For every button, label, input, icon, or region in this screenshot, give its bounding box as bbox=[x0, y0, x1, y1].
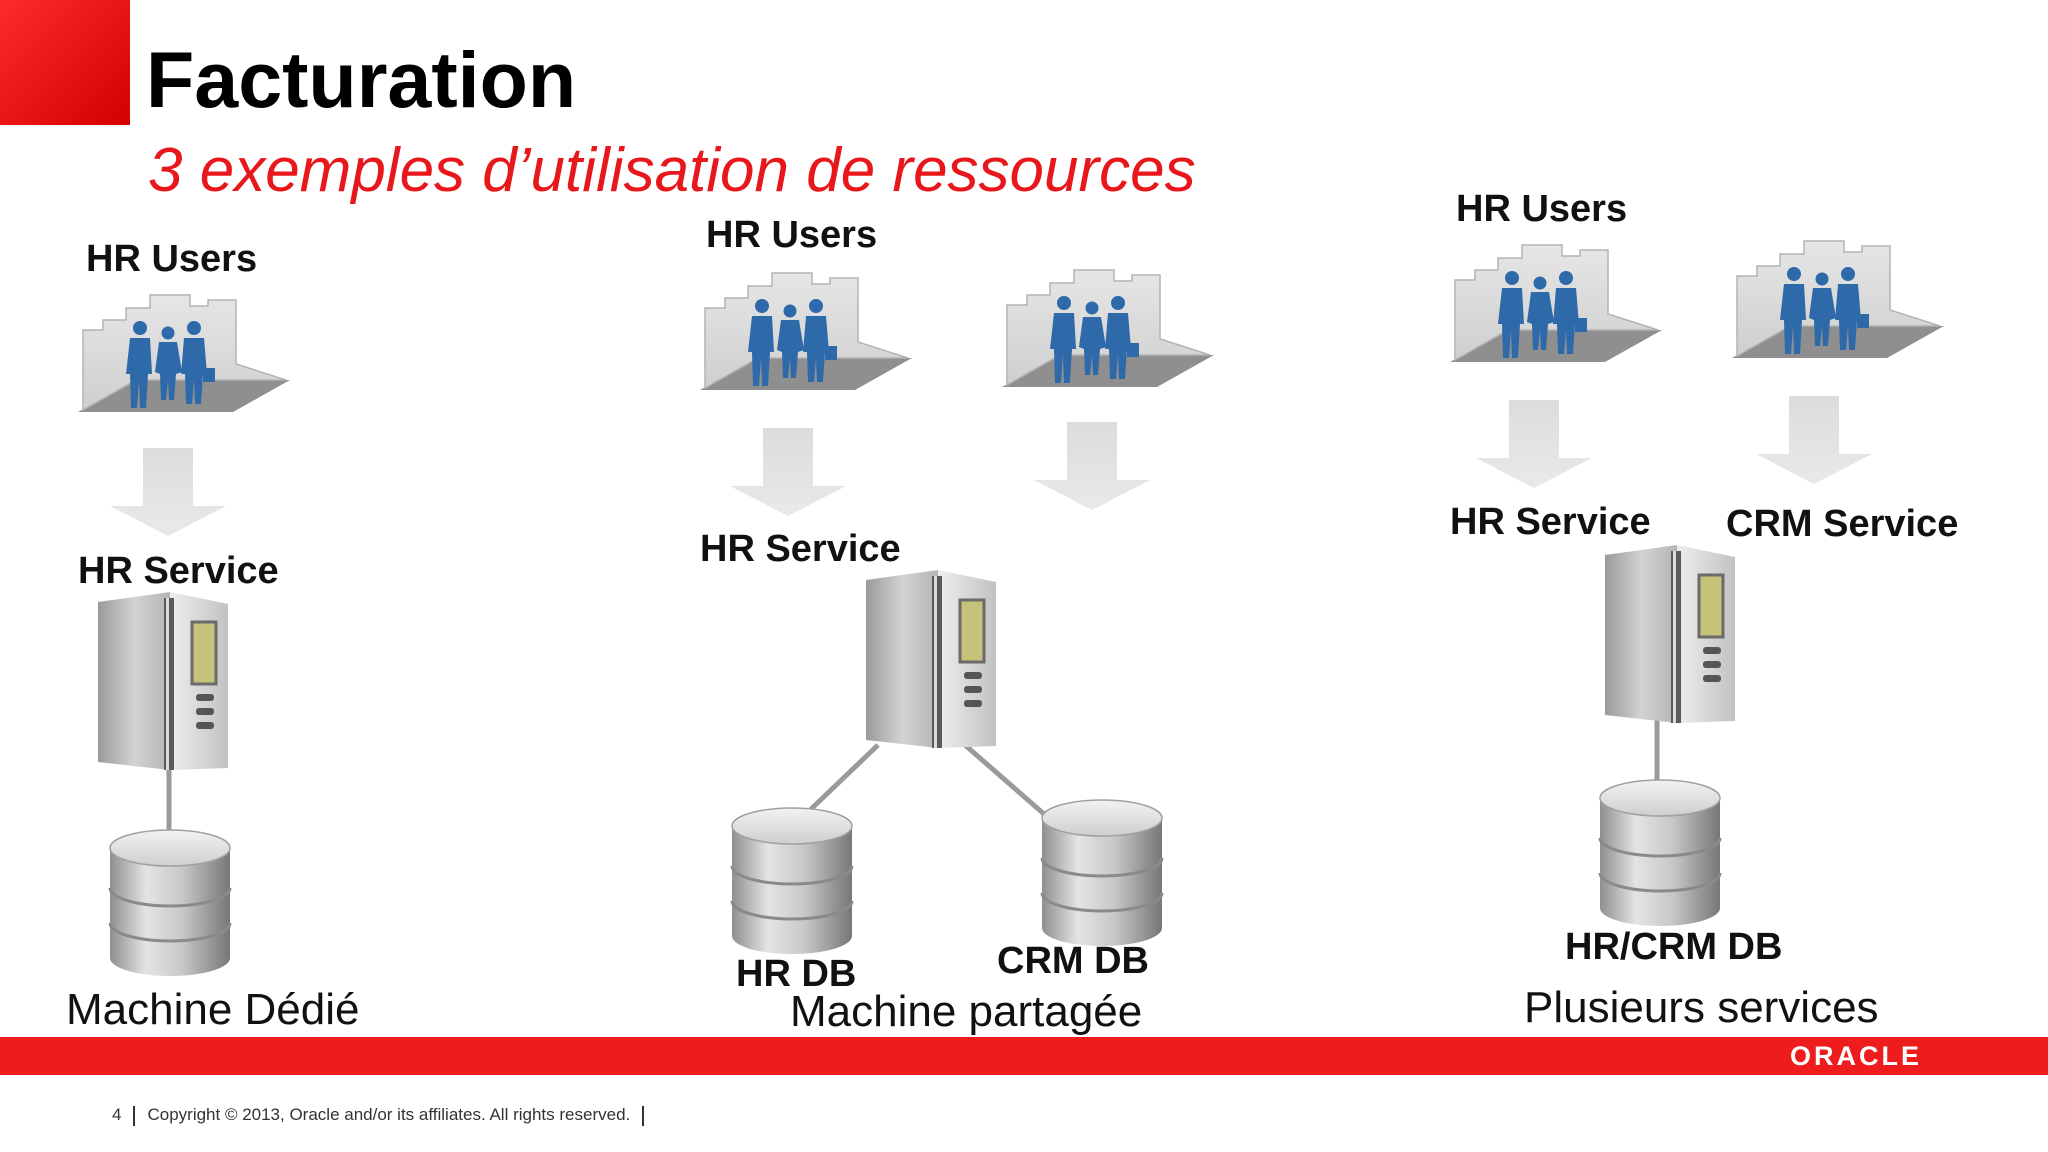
slide-subtitle: 3 exemples d’utilisation de ressources bbox=[148, 136, 1196, 205]
connector-line bbox=[806, 743, 880, 814]
footer-separator bbox=[642, 1105, 645, 1126]
scenario-2-crm-db-label: CRM DB bbox=[997, 940, 1149, 982]
hr-users-people-icon bbox=[77, 294, 291, 413]
crm-users-people-icon bbox=[1731, 240, 1945, 359]
down-arrow-icon bbox=[1756, 396, 1872, 484]
scenario-3-db-label: HR/CRM DB bbox=[1565, 926, 1783, 968]
scenario-3-hr-service-label: HR Service bbox=[1450, 501, 1651, 543]
scenario-3-caption: Plusieurs services bbox=[1524, 983, 1879, 1032]
footer: 4 Copyright © 2013, Oracle and/or its aff… bbox=[112, 1104, 656, 1126]
diagram-canvas bbox=[77, 240, 1945, 978]
hr-users-people-icon bbox=[1449, 244, 1663, 363]
database-icon bbox=[108, 828, 232, 978]
database-icon bbox=[1598, 778, 1722, 928]
down-arrow-icon bbox=[1476, 400, 1592, 488]
down-arrow-icon bbox=[110, 448, 226, 536]
down-arrow-icon bbox=[1034, 422, 1150, 510]
scenario-1-users-label: HR Users bbox=[86, 238, 258, 280]
copyright-text: Copyright © 2013, Oracle and/or its affi… bbox=[147, 1105, 631, 1124]
crm-users-people-icon bbox=[1001, 269, 1215, 388]
hr-database-icon bbox=[730, 806, 854, 956]
footer-separator bbox=[133, 1105, 136, 1126]
page-number: 4 bbox=[112, 1105, 122, 1124]
down-arrow-icon bbox=[730, 428, 846, 516]
scenario-1-service-label: HR Service bbox=[78, 550, 279, 592]
scenario-2-hr-db-label: HR DB bbox=[736, 953, 857, 995]
server-icon bbox=[864, 568, 998, 750]
server-icon bbox=[96, 590, 230, 772]
slide-title: Facturation bbox=[146, 35, 577, 124]
scenario-3 bbox=[1449, 240, 1945, 928]
server-icon bbox=[1603, 543, 1737, 725]
scenario-1-caption: Machine Dédié bbox=[66, 985, 360, 1034]
title-accent-block bbox=[0, 0, 130, 125]
crm-database-icon bbox=[1040, 798, 1164, 948]
scenario-3-crm-service-label: CRM Service bbox=[1726, 503, 1959, 545]
hr-users-people-icon bbox=[699, 272, 913, 391]
scenario-2-users-label: HR Users bbox=[706, 214, 878, 256]
scenario-2 bbox=[699, 269, 1215, 956]
scenario-2-service-label: HR Service bbox=[700, 528, 901, 570]
footer-brand-bar bbox=[0, 1037, 2048, 1075]
scenario-3-users-label: HR Users bbox=[1456, 188, 1628, 230]
scenario-1 bbox=[77, 294, 291, 978]
scenario-2-caption: Machine partagée bbox=[790, 987, 1143, 1036]
oracle-logo: ORACLE bbox=[1790, 1041, 1922, 1071]
